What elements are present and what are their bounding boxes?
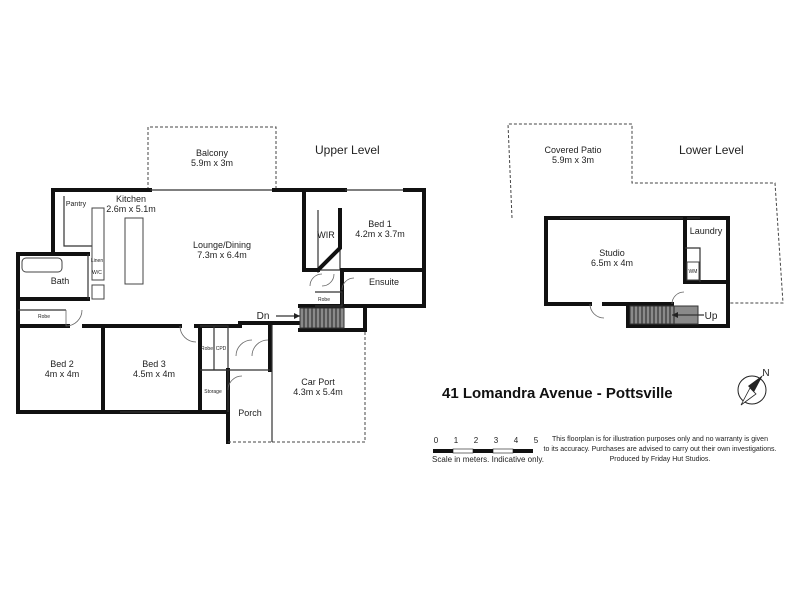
- wall-top-bed1: [403, 188, 426, 307]
- compass-north-label: N: [762, 368, 769, 379]
- linen-label: Linen: [91, 258, 103, 264]
- covered-patio-outline: [507, 123, 784, 304]
- door-laundry: [671, 291, 685, 305]
- property-address: 41 Lomandra Avenue - Pottsville: [442, 385, 673, 402]
- wall-studio-west: [544, 216, 592, 306]
- robe-bath-label: Robe: [38, 314, 50, 320]
- covered-patio-dims: 5.9m x 3m: [552, 155, 594, 165]
- fridge: [91, 284, 105, 300]
- disclaimer-line-3: Produced by Friday Hut Studios.: [610, 456, 711, 463]
- scale-tick-4: 4: [514, 436, 519, 445]
- wir-label: WIR: [317, 230, 335, 240]
- laundry-label: Laundry: [690, 226, 723, 236]
- door-bed1: [309, 273, 335, 287]
- lower-level-label: Lower Level: [679, 143, 744, 157]
- door-bed3: [179, 325, 197, 343]
- balcony-label: Balcony: [196, 148, 229, 158]
- carport-label: Car Port: [301, 377, 335, 387]
- porch-label: Porch: [238, 408, 262, 418]
- ensuite-label: Ensuite: [369, 277, 399, 287]
- balcony-dims: 5.9m x 3m: [191, 158, 233, 168]
- scale-tick-1: 1: [454, 436, 459, 445]
- upper-level-plan: [16, 126, 426, 444]
- stairs-up-label: Up: [705, 311, 718, 322]
- robe-bed3-label: Robe: [201, 346, 213, 352]
- kitchen-dims: 2.6m x 5.1m: [106, 204, 156, 214]
- wall-laundry-west: [683, 216, 730, 284]
- bed1-dims: 4.2m x 3.7m: [355, 229, 405, 239]
- wall-stair-south: [298, 304, 367, 332]
- washing-machine: [686, 261, 700, 281]
- scale-tick-2: 2: [474, 436, 479, 445]
- scale-tick-0: 0: [434, 436, 439, 445]
- studio-label: Studio: [599, 248, 625, 258]
- stairs-down-label: Dn: [257, 311, 270, 322]
- laundry-divider: [685, 247, 701, 282]
- studio-dims: 6.5m x 4m: [591, 258, 633, 268]
- wall-lounge-south: [238, 321, 302, 328]
- door-storage: [227, 375, 243, 391]
- scale-bar: 0 1 2 3 4 5: [433, 436, 539, 454]
- scale-caption: Scale in meters. Indicative only.: [432, 455, 544, 464]
- upper-level-label: Upper Level: [315, 143, 380, 157]
- stairs-up: [629, 305, 704, 325]
- storage-label: Storage: [204, 389, 222, 395]
- carport-dims: 4.3m x 5.4m: [293, 387, 343, 397]
- bed3-dims: 4.5m x 4m: [133, 369, 175, 379]
- bed2-dims: 4m x 4m: [45, 369, 80, 379]
- bed1-label: Bed 1: [368, 219, 392, 229]
- kitchen-label: Kitchen: [116, 194, 146, 204]
- lounge-dims: 7.3m x 6.4m: [197, 250, 247, 260]
- disclaimer-line-1: This floorplan is for illustration purpo…: [552, 436, 768, 443]
- kitchen-island: [124, 217, 144, 285]
- balcony-outline: [147, 126, 277, 190]
- scale-tick-3: 3: [494, 436, 499, 445]
- scale-tick-5: 5: [534, 436, 539, 445]
- lower-level-plan: [507, 123, 784, 328]
- door-porch: [235, 339, 269, 357]
- door-studio: [589, 303, 605, 319]
- wall-wir-diag: [315, 208, 342, 273]
- stairs-up-arrowhead: [672, 312, 678, 318]
- kitchen-bench: [91, 207, 105, 281]
- wc-label: W/C: [92, 270, 102, 276]
- robe-ensuite-label: Robe: [318, 297, 330, 303]
- pantry-wall: [63, 196, 92, 247]
- lounge-label: Lounge/Dining: [193, 240, 251, 250]
- wm-label: WM: [689, 269, 698, 275]
- stairs-down-arrowhead: [294, 313, 300, 319]
- wall-stair-lower: [626, 302, 730, 328]
- cpd-label: CPD: [216, 346, 227, 352]
- covered-patio-label: Covered Patio: [544, 145, 601, 155]
- wall-bed1-west: [302, 188, 320, 272]
- compass-icon: [737, 375, 767, 406]
- bathtub: [21, 257, 63, 273]
- bed2-label: Bed 2: [50, 359, 74, 369]
- robe-ens-box: [315, 291, 343, 307]
- carport-outline: [272, 326, 366, 443]
- stairs-down: [276, 307, 345, 329]
- door-bath: [65, 309, 83, 327]
- pantry-label: Pantry: [66, 201, 87, 208]
- disclaimer-line-2: to its accuracy. Purchases are advised t…: [544, 446, 777, 453]
- bath-label: Bath: [51, 276, 70, 286]
- bed3-label: Bed 3: [142, 359, 166, 369]
- door-ensuite: [341, 277, 355, 291]
